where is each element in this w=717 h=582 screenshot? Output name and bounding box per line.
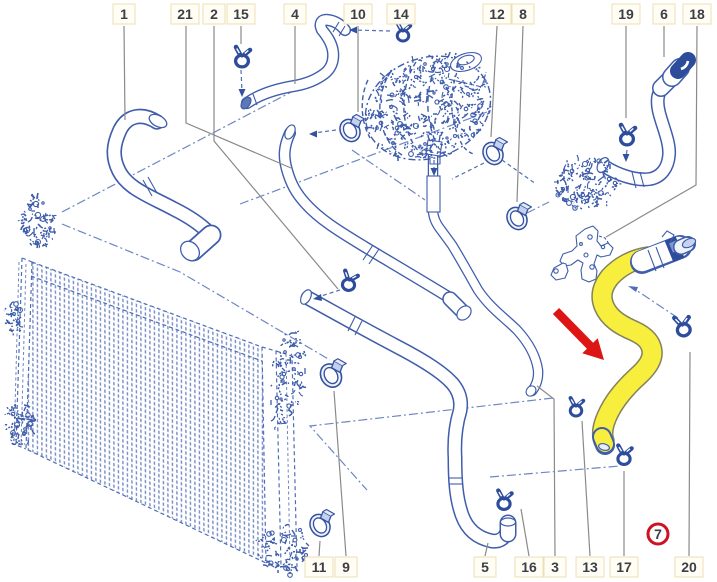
svg-text:14: 14 bbox=[393, 6, 409, 22]
svg-text:18: 18 bbox=[689, 6, 705, 22]
svg-text:19: 19 bbox=[618, 6, 634, 22]
svg-text:20: 20 bbox=[681, 559, 697, 575]
svg-text:3: 3 bbox=[551, 559, 559, 575]
svg-text:12: 12 bbox=[489, 6, 505, 22]
svg-text:6: 6 bbox=[660, 6, 668, 22]
svg-text:8: 8 bbox=[519, 6, 527, 22]
svg-text:10: 10 bbox=[350, 6, 366, 22]
svg-text:9: 9 bbox=[342, 559, 350, 575]
svg-text:16: 16 bbox=[521, 559, 537, 575]
svg-text:7: 7 bbox=[654, 526, 662, 542]
svg-text:17: 17 bbox=[616, 559, 632, 575]
svg-text:2: 2 bbox=[210, 6, 218, 22]
svg-text:5: 5 bbox=[481, 559, 489, 575]
svg-text:4: 4 bbox=[291, 6, 299, 22]
svg-text:11: 11 bbox=[312, 559, 327, 575]
svg-text:21: 21 bbox=[177, 6, 193, 22]
svg-text:1: 1 bbox=[120, 6, 128, 22]
svg-text:13: 13 bbox=[582, 559, 598, 575]
svg-text:15: 15 bbox=[233, 6, 249, 22]
